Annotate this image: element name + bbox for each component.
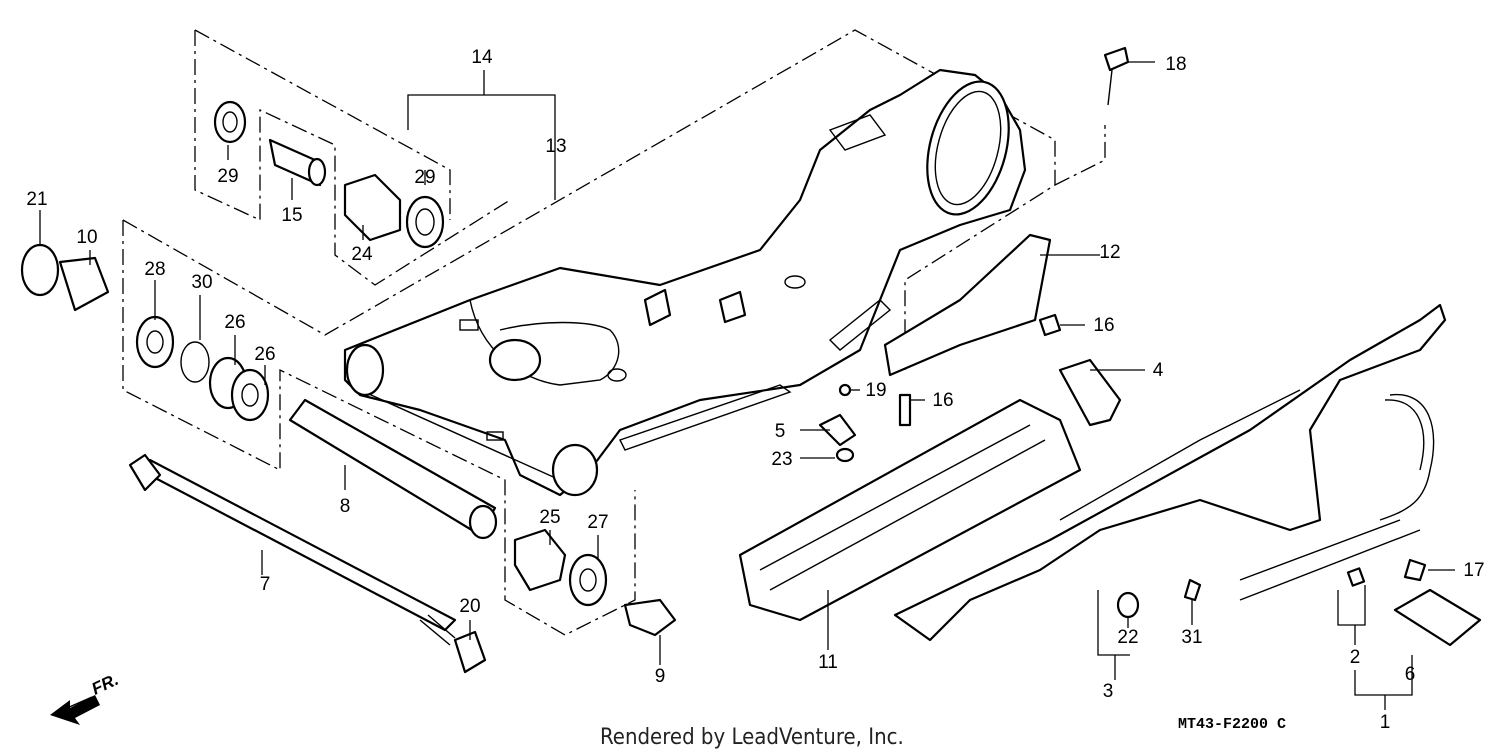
- callout-8: 8: [340, 496, 351, 517]
- callout-5: 5: [775, 421, 786, 442]
- callout-17: 17: [1463, 560, 1484, 581]
- callout-27: 27: [587, 512, 608, 533]
- callout-31: 31: [1181, 627, 1202, 648]
- swingarm-body: [343, 68, 1027, 497]
- callout-25: 25: [539, 507, 560, 528]
- callout-10: 10: [76, 227, 97, 248]
- callout-20: 20: [459, 596, 480, 617]
- callout-26b: 26: [254, 344, 275, 365]
- callout-28: 28: [144, 259, 165, 280]
- callout-7: 7: [260, 574, 271, 595]
- fasteners: [835, 46, 1427, 619]
- callout-15: 15: [281, 205, 302, 226]
- callout-9: 9: [655, 666, 666, 687]
- callout-18: 18: [1165, 54, 1186, 75]
- callout-22: 22: [1117, 627, 1138, 648]
- callout-19: 19: [865, 380, 886, 401]
- callout-4: 4: [1153, 360, 1164, 381]
- drive-chain: [1239, 393, 1482, 647]
- callout-11: 11: [818, 652, 838, 673]
- callout-2: 2: [1350, 647, 1361, 668]
- callout-29a: 29: [217, 166, 238, 187]
- leader-lines: [39, 61, 1455, 710]
- callout-3: 3: [1103, 681, 1114, 702]
- callout-24: 24: [351, 244, 373, 265]
- callout-13: 13: [545, 136, 566, 157]
- callout-14: 14: [471, 47, 493, 68]
- chain-guards: [738, 233, 1447, 642]
- callout-30: 30: [191, 272, 212, 293]
- front-direction-label: FR.: [89, 670, 122, 699]
- callout-6: 6: [1405, 664, 1416, 685]
- callout-16b: 16: [932, 390, 953, 411]
- callout-21: 21: [26, 189, 47, 210]
- callout-29b: 29: [414, 167, 435, 188]
- bearings: [20, 100, 608, 607]
- callout-labels: 1 2 3 4 5 6 7 8 9 10 11 12 13 14 15 16 1…: [26, 47, 1484, 733]
- callout-16a: 16: [1093, 315, 1114, 336]
- callout-23: 23: [771, 449, 792, 470]
- drawing-code: MT43-F2200 C: [1178, 716, 1286, 733]
- callout-26a: 26: [224, 312, 245, 333]
- callout-12: 12: [1099, 242, 1120, 263]
- front-direction-arrow-icon: FR.: [50, 670, 122, 725]
- footer-credit: Rendered by LeadVenture, Inc.: [600, 725, 904, 750]
- callout-1: 1: [1380, 712, 1391, 733]
- group-outlines: [122, 29, 1106, 636]
- pivot-components: [128, 398, 677, 674]
